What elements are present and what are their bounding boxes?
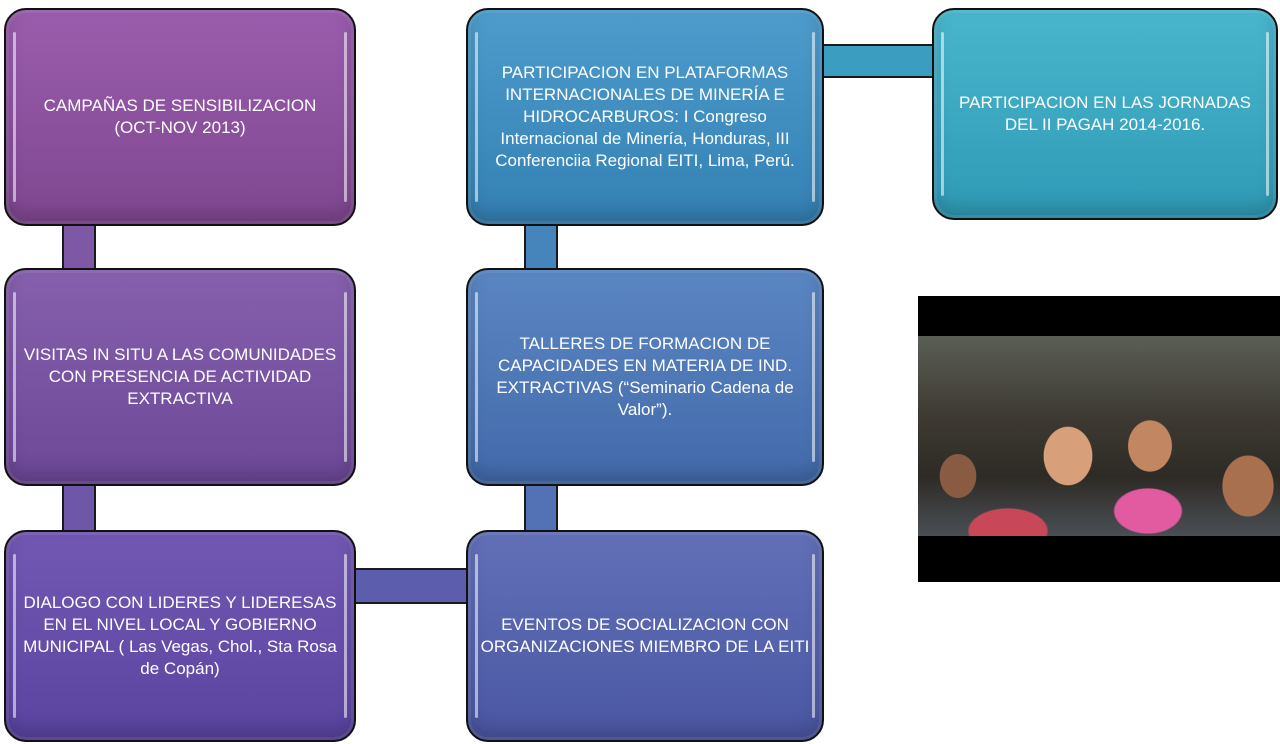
step-text-participacion-plataformas: PARTICIPACION EN PLATAFORMAS INTERNACION…	[495, 63, 795, 170]
step-text-talleres: TALLERES DE FORMACION DE CAPACIDADES EN …	[496, 334, 794, 419]
step-box-participacion-plataformas: PARTICIPACION EN PLATAFORMAS INTERNACION…	[466, 8, 824, 226]
step-text-visitas: VISITAS IN SITU A LAS COMUNIDADES CON PR…	[23, 345, 337, 408]
step-text-campanas: CAMPAÑAS DE SENSIBILIZACION (OCT-NOV 201…	[43, 96, 317, 137]
step-box-eventos: EVENTOS DE SOCIALIZACION CON ORGANIZACIO…	[466, 530, 824, 742]
step-box-visitas: VISITAS IN SITU A LAS COMUNIDADES CON PR…	[4, 268, 356, 486]
step-box-campanas: CAMPAÑAS DE SENSIBILIZACION (OCT-NOV 201…	[4, 8, 356, 226]
step-text-eventos: EVENTOS DE SOCIALIZACION CON ORGANIZACIO…	[480, 615, 810, 656]
audience-photo	[918, 336, 1280, 536]
step-box-dialogo: DIALOGO CON LIDERES Y LIDERESAS EN EL NI…	[4, 530, 356, 742]
step-box-talleres: TALLERES DE FORMACION DE CAPACIDADES EN …	[466, 268, 824, 486]
step-text-participacion-jornadas: PARTICIPACION EN LAS JORNADAS DEL II PAG…	[959, 93, 1251, 134]
step-box-participacion-jornadas: PARTICIPACION EN LAS JORNADAS DEL II PAG…	[932, 8, 1278, 220]
video-thumbnail[interactable]	[918, 296, 1280, 582]
connector-3-4	[350, 568, 472, 604]
connector-6-7	[822, 44, 938, 78]
step-text-dialogo: DIALOGO CON LIDERES Y LIDERESAS EN EL NI…	[23, 593, 337, 678]
